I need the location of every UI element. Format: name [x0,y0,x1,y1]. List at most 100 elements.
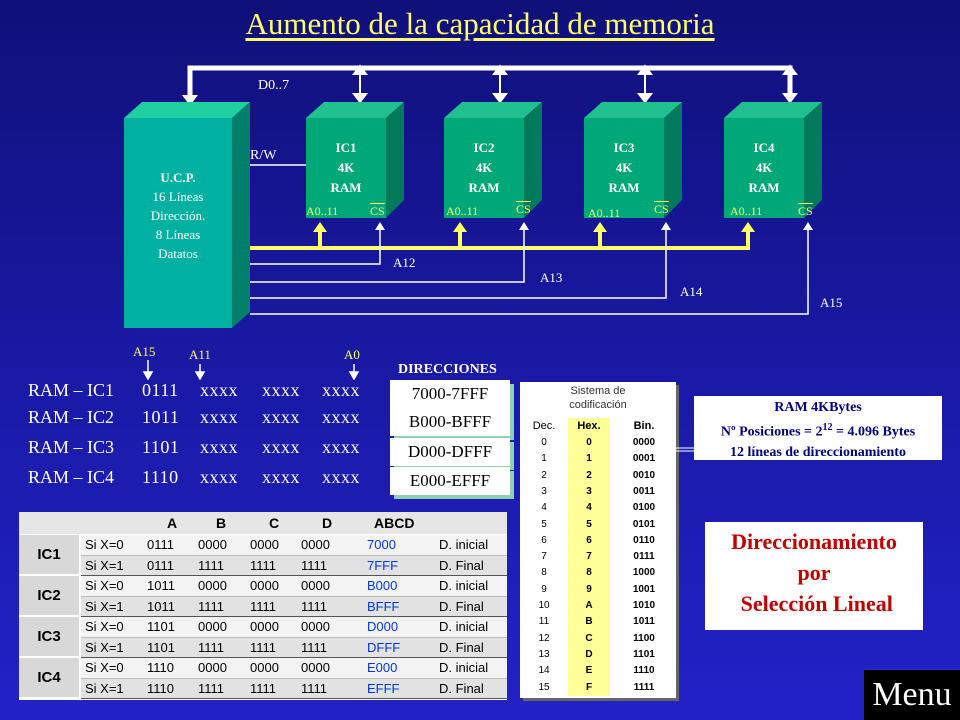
coding-hex-cell: 0 [586,437,592,448]
chip-name: IC1 [335,140,357,155]
coding-dec-cell: 8 [541,567,547,579]
coding-hex-cell: 4 [586,502,592,514]
coding-bin-cell: 1100 [633,632,655,644]
coding-bin-cell: 1101 [633,648,655,660]
address-bus-arrows [313,222,755,232]
cell-a: 0111 [147,557,174,573]
row-x3: xxxx [322,467,360,487]
cell-d: 1111 [301,557,328,573]
dir-line3: Selección Lineal [735,591,893,616]
cell-desc: D. Final [439,598,484,614]
coding-bin-cell: 0110 [633,534,655,546]
bus-arrows [182,64,798,106]
coding-dec-cell: 9 [541,583,547,595]
coding-hex-cell: 3 [586,485,592,497]
page-title: Aumento de la capacidad de memoria [245,6,715,41]
cell-cond: Si X=1 [85,598,124,614]
ucp-title: U.C.P. [160,170,196,185]
address-bus [250,230,750,250]
info-line2-pre: Nº Posiciones = 2 [720,424,823,440]
ucp-line4: 8 Líneas [155,227,201,242]
chip-ic3-addr: A0..11 [588,206,621,220]
cell-cond: Si X=0 [85,578,124,593]
ucp-text: U.C.P. 16 Líneas Dirección. 8 Líneas Dat… [124,168,232,263]
row-x2: xxxx [262,467,300,487]
coding-bin-cell: 1001 [632,583,656,595]
cell-hex: E000 [367,660,398,675]
cell-cond: Si X=1 [85,680,124,696]
info-box: RAM 4KBytes Nº Posiciones = 212 = 4.096 … [694,396,942,460]
cell-desc: D. Final [439,680,484,696]
marker-a0: A0 [344,347,360,362]
cell-hex: D000 [367,619,399,634]
coding-bin-cell: 0000 [632,437,656,448]
cell-c: 0000 [250,578,279,593]
cell-a: 1101 [147,639,175,655]
coding-bin-cell: 0111 [633,551,655,563]
cell-d: 0000 [301,619,330,634]
cell-d: 0000 [301,660,330,675]
cell-hex: EFFF [367,680,400,696]
dir-line2: por [797,560,831,585]
coding-dec-cell: 3 [541,485,547,497]
coding-bin-cell: 0010 [632,469,656,481]
chip-ic4-cs: CS [798,204,813,218]
cell-a: 0111 [147,537,174,552]
info-line2-sup: 12 [822,422,833,433]
chip-ic3: IC3 4K RAM [584,138,664,198]
col-a: A [167,515,178,531]
cell-b: 1111 [198,598,225,614]
select-line-a13: A13 [540,270,563,285]
ucp-line5: Datatos [158,246,198,261]
menu-button[interactable]: Menu [864,670,960,720]
chip-type: RAM [748,180,780,195]
chip-name: IC2 [473,140,495,155]
cell-c: 0000 [250,660,279,675]
coding-hex-cell: 9 [586,583,592,595]
cell-c: 1111 [250,598,277,614]
coding-title-2: codificación [569,399,627,411]
chip-name: IC3 [613,140,635,155]
table-header: A B C D ABCD [19,512,507,534]
cell-hex: B000 [367,578,398,593]
cell-desc: D. inicial [439,537,489,552]
cell-desc: D. inicial [439,660,489,675]
row-label: RAM – IC2 [28,407,115,427]
info-line1: RAM 4KBytes [774,400,862,415]
coding-dec-cell: 12 [538,632,550,644]
cell-b: 1111 [198,680,225,696]
col-abcd: ABCD [374,515,415,531]
chip-ic3-shape [584,102,682,218]
chip-size: 4K [337,160,355,175]
ic-group-label: IC4 [19,658,79,697]
chip-name: IC4 [753,140,775,155]
select-line-a15: A15 [820,295,843,310]
row-x1: xxxx [200,467,238,487]
coding-dec-cell: 10 [538,600,550,611]
row-x3: xxxx [322,380,360,400]
chip-size: 4K [755,160,773,175]
cell-c: 1111 [250,557,277,573]
chip-ic1: IC1 4K RAM [306,138,386,198]
row-x3: xxxx [322,407,360,427]
memory-diagram [124,64,822,328]
col-c: C [269,515,280,531]
coding-dec-cell: 13 [538,648,550,660]
ic-group-label: IC1 [19,535,79,574]
marker-arrows [142,360,360,380]
cell-desc: D. inicial [439,578,489,593]
range-ic2: B000-BFFF [390,408,510,436]
chip-ic1-shape [306,102,404,218]
cell-d: 1111 [301,680,328,696]
row-bits: 1101 [142,437,180,457]
chip-ic2-addr: A0..11 [446,204,479,218]
cell-c: 1111 [250,680,277,696]
chip-size: 4K [615,160,633,175]
coding-bin-cell: 0001 [632,453,656,465]
row-label: RAM – IC3 [28,437,115,457]
